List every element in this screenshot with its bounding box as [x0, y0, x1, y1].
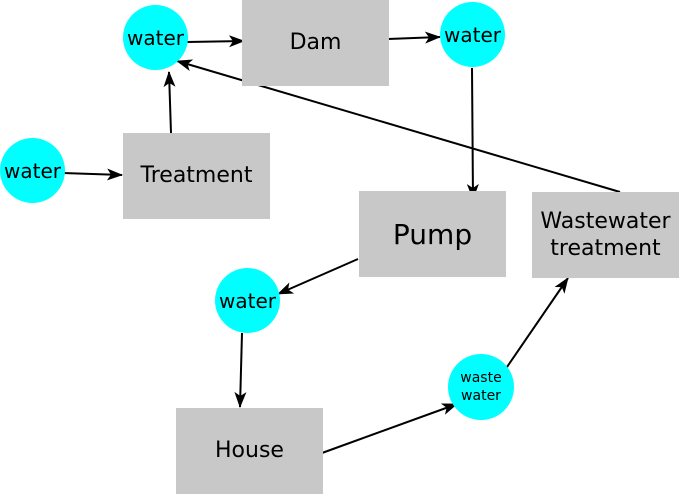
pump-label: Pump: [392, 217, 473, 251]
house-label: House: [215, 438, 284, 464]
waste-water-circle: waste water: [448, 354, 514, 420]
water-circle-middle: water: [215, 268, 280, 333]
water-left-label: water: [4, 158, 61, 183]
waste-water-label: waste water: [460, 369, 502, 404]
arrow-waste-water-to-wastewater-treatment: [506, 277, 569, 368]
wastewater-treatment-label: Wastewater treatment: [540, 208, 671, 262]
house-box: House: [176, 408, 323, 494]
water-circle-top-right: water: [440, 2, 505, 67]
dam-label: Dam: [289, 30, 342, 56]
arrow-house-to-waste-water: [321, 403, 458, 454]
treatment-label: Treatment: [140, 163, 253, 189]
arrow-water-to-dam: [186, 35, 245, 48]
arrow-dam-to-water: [387, 31, 441, 44]
arrow-water-to-treatment: [62, 168, 123, 181]
water-top-left-label: water: [127, 25, 184, 50]
dam-box: Dam: [242, 0, 389, 86]
water-top-right-label: water: [444, 22, 501, 47]
water-circle-left: water: [0, 138, 65, 203]
wastewater-treatment-box: Wastewater treatment: [532, 192, 679, 278]
water-middle-label: water: [219, 288, 276, 313]
treatment-box: Treatment: [123, 133, 270, 219]
arrow-water-to-pump: [466, 67, 479, 200]
water-circle-top-left: water: [123, 5, 188, 70]
arrow-treatment-to-water: [163, 71, 176, 134]
arrow-pump-to-water: [277, 258, 359, 295]
arrow-water-to-house: [234, 332, 247, 408]
pump-box: Pump: [359, 191, 506, 277]
